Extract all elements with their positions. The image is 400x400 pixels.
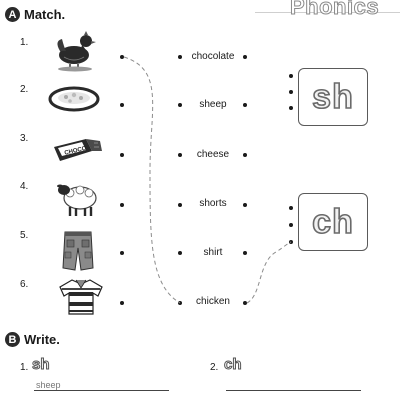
polo-shirt-icon xyxy=(59,279,103,315)
word-dot-right[interactable] xyxy=(243,55,247,59)
match-word: chocolate xyxy=(191,51,235,62)
write-phonic: sh xyxy=(32,356,50,373)
item-dot[interactable] xyxy=(120,55,124,59)
chocolate-bar-icon: CHOCO xyxy=(54,139,102,161)
word-dot-right[interactable] xyxy=(243,301,247,305)
write-line[interactable] xyxy=(226,390,361,391)
cheese-plate-icon xyxy=(48,86,100,112)
item-dot[interactable] xyxy=(120,103,124,107)
write-line[interactable] xyxy=(34,390,169,391)
word-dot-right[interactable] xyxy=(243,153,247,157)
phonic-dot[interactable] xyxy=(289,74,293,78)
phonic-label: sh xyxy=(311,78,354,116)
item-number: 1. xyxy=(20,37,29,48)
item-dot[interactable] xyxy=(120,203,124,207)
word-dot-right[interactable] xyxy=(243,103,247,107)
write-number: 2. xyxy=(210,362,219,373)
item-number: 6. xyxy=(20,279,29,290)
section-a-title: Match. xyxy=(24,7,66,22)
word-dot-left[interactable] xyxy=(178,251,182,255)
match-word: cheese xyxy=(196,149,230,160)
match-word: shorts xyxy=(199,198,227,209)
brand-title: Phonics xyxy=(289,0,380,20)
match-line-chicken-ch xyxy=(246,241,292,304)
item-dot[interactable] xyxy=(120,301,124,305)
sheep-icon xyxy=(57,184,97,216)
section-b-badge: B xyxy=(5,332,20,347)
item-number: 4. xyxy=(20,181,29,192)
word-dot-left[interactable] xyxy=(178,103,182,107)
hen-icon xyxy=(57,31,96,72)
match-word: sheep xyxy=(199,99,227,110)
section-b-title: Write. xyxy=(24,332,60,347)
section-a-badge: A xyxy=(5,7,20,22)
item-dot[interactable] xyxy=(120,251,124,255)
word-dot-right[interactable] xyxy=(243,203,247,207)
match-line-hen-chicken xyxy=(123,56,181,304)
header-rule xyxy=(255,12,400,13)
svg-text:CHOCO: CHOCO xyxy=(64,146,87,157)
word-dot-left[interactable] xyxy=(178,153,182,157)
write-answer: sheep xyxy=(36,380,61,390)
word-dot-left[interactable] xyxy=(178,203,182,207)
phonic-dot[interactable] xyxy=(289,206,293,210)
phonic-box-sh: sh xyxy=(298,68,368,126)
phonic-dot[interactable] xyxy=(289,90,293,94)
match-word: shirt xyxy=(203,247,223,258)
phonic-label: ch xyxy=(311,203,354,241)
phonic-dot[interactable] xyxy=(289,106,293,110)
match-word: chicken xyxy=(196,296,230,307)
phonic-dot[interactable] xyxy=(289,223,293,227)
word-dot-right[interactable] xyxy=(243,251,247,255)
write-phonic: ch xyxy=(224,356,242,373)
write-number: 1. xyxy=(20,362,29,373)
item-dot[interactable] xyxy=(120,153,124,157)
word-dot-left[interactable] xyxy=(178,55,182,59)
item-number: 3. xyxy=(20,133,29,144)
item-number: 2. xyxy=(20,84,29,95)
shorts-icon xyxy=(62,231,94,271)
phonic-box-ch: ch xyxy=(298,193,368,251)
item-number: 5. xyxy=(20,230,29,241)
